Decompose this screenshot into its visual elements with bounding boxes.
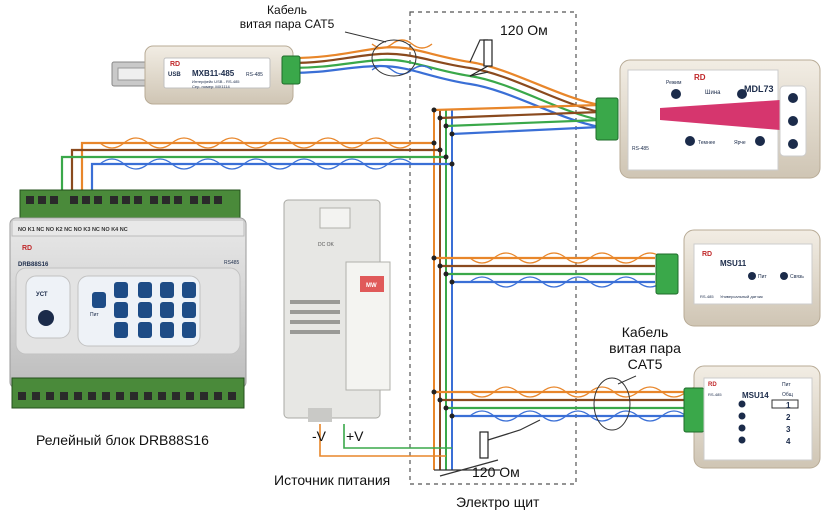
cabinet-caption: Электро щит xyxy=(456,494,540,510)
msu14-device xyxy=(683,365,821,469)
cable-label-pointer-top xyxy=(344,31,387,43)
cable-bundle-marker-right xyxy=(593,377,631,431)
msu14-brand: RD xyxy=(708,382,717,388)
msu11-desc: Универсальный датчик xyxy=(720,294,763,299)
drb-rs: RS485 xyxy=(224,260,240,266)
wiring xyxy=(60,39,711,477)
mdl-cable xyxy=(433,103,601,136)
msu11-brand: RD xyxy=(702,251,712,258)
relay-block-caption: Релейный блок DRB88S16 xyxy=(36,432,209,448)
drb-pit: Пит xyxy=(90,312,99,318)
drb-brand: RD xyxy=(22,245,32,252)
top-cable xyxy=(289,39,601,129)
msu11-model: MSU11 xyxy=(720,259,747,268)
power-supply-caption: Источник питания xyxy=(274,472,391,488)
cable-label-pointer-right xyxy=(617,375,637,385)
cable-label-right: Кабель витая пара CAT5 xyxy=(609,324,681,373)
psu-brand: MW xyxy=(366,283,377,289)
resistor-label-top: 120 Ом xyxy=(500,22,548,38)
msu14-row-2: 2 xyxy=(786,413,791,422)
mdl73-dark: Темнее xyxy=(698,140,716,146)
junction-dots xyxy=(431,107,455,419)
mdl73-device xyxy=(595,59,821,179)
resistor-bottom-lead xyxy=(434,419,541,477)
msu14-cable xyxy=(434,386,711,422)
msu11-device xyxy=(655,229,821,327)
mdl73-rs: RS-485 xyxy=(632,146,649,152)
psu-spec: DC OK xyxy=(318,242,335,248)
resistor-top xyxy=(483,39,493,67)
resistor-bottom xyxy=(479,431,489,459)
power-wires xyxy=(319,424,452,457)
usb-model: MXB11-485 xyxy=(192,69,235,78)
minus-v-label: -V xyxy=(312,428,326,444)
usb-rs: RS-485 xyxy=(246,72,263,78)
electrical-cabinet-frame xyxy=(409,11,577,485)
msu14-model: MSU14 xyxy=(742,391,769,400)
cable-bundle-marker-top xyxy=(371,39,417,77)
mdl73-bus: Шина xyxy=(705,90,721,96)
power-supply xyxy=(283,199,391,422)
usb-label: USB xyxy=(168,72,181,78)
mdl73-brand: RD xyxy=(694,73,706,82)
msu14-row-3: 3 xyxy=(786,425,791,434)
usb-brand: RD xyxy=(170,61,180,68)
usb-converter xyxy=(111,45,301,105)
device-labels: RD USB MXB11-485 RS-485 Интерфейс USB - … xyxy=(18,61,804,446)
msu14-head1: Пит xyxy=(782,382,791,388)
drb-model: DRB88S16 xyxy=(18,262,49,268)
msu14-row-1: 1 xyxy=(786,401,791,410)
msu11-rs: RS-485 xyxy=(700,294,714,299)
usb-line2: Сер. номер: MX1114 xyxy=(192,84,230,89)
msu11-btn1: Пит xyxy=(758,274,767,280)
msu14-row-4: 4 xyxy=(786,437,791,446)
usb-line1: Интерфейс USB - RS-485 xyxy=(192,79,240,84)
msu14-head2: Общ xyxy=(782,392,793,398)
mdl73-mode: Режим xyxy=(666,80,682,86)
drb-terms: NO K1 NC NO K2 NC NO K3 NC NO K4 NC xyxy=(18,227,128,233)
mdl73-model: MDL73 xyxy=(744,84,774,94)
mdl73-bright: Ярче xyxy=(734,140,746,146)
plus-v-label: +V xyxy=(346,428,364,444)
relay-block xyxy=(9,189,247,409)
relay-cable xyxy=(60,137,452,200)
cable-label-top: Кабель витая пара CAT5 xyxy=(239,3,335,31)
drb-ust: УСТ xyxy=(36,292,48,298)
msu11-btn2: Связь xyxy=(790,274,804,280)
resistor-label-bottom: 120 Ом xyxy=(472,464,520,480)
msu14-rs: RS-485 xyxy=(708,392,722,397)
msu11-cable xyxy=(434,252,663,288)
